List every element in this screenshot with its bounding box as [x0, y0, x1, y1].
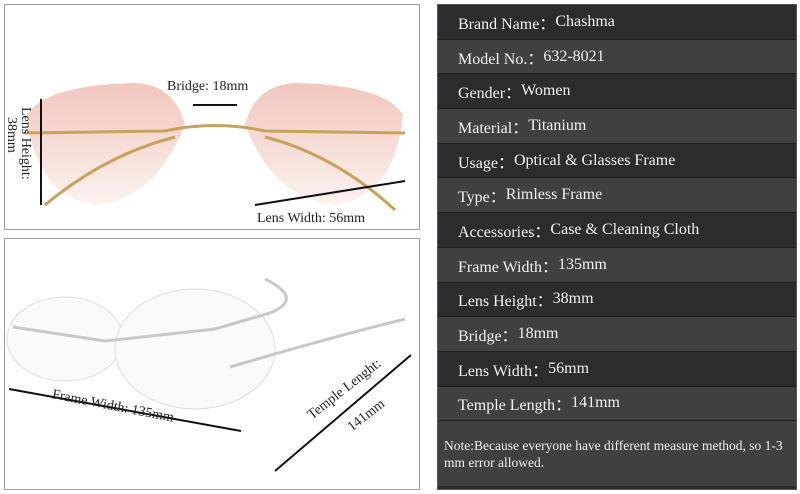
spec-value: 18mm [517, 325, 559, 343]
spec-row: Accessories：Case & Cleaning Cloth [438, 213, 796, 248]
spec-label: Bridge： [458, 328, 518, 346]
temple-arrow [274, 354, 412, 472]
spec-value: 38mm [552, 290, 594, 308]
spec-row: Type：Rimless Frame [438, 178, 796, 214]
spec-row: Frame Width：135mm [438, 247, 796, 283]
spec-label: Usage： [458, 154, 514, 172]
spec-label: Model No.： [458, 50, 544, 68]
spec-value: Chashma [555, 12, 615, 30]
spec-label: Accessories： [458, 223, 551, 241]
spec-label: Lens Height： [458, 293, 553, 311]
spec-value: Women [521, 82, 571, 100]
lens-height-value: 38mm [4, 117, 19, 153]
spec-label: Brand Name： [458, 15, 556, 33]
spec-value: 141mm [571, 394, 620, 412]
lens-width-label: Lens Width: 56mm [257, 211, 366, 226]
spec-row: Bridge：18mm [438, 317, 796, 352]
spec-row: Lens Width：56mm [438, 351, 796, 387]
spec-label: Type： [458, 189, 506, 207]
measure-note: Note:Because everyone have different mea… [438, 421, 796, 487]
spec-row: Lens Height：38mm [438, 282, 796, 318]
spec-label: Frame Width： [458, 258, 558, 276]
gold-glasses-drawing [24, 83, 406, 212]
spec-label: Material： [458, 119, 529, 137]
spec-row: Gender：Women [438, 74, 796, 110]
lens-width-arrow [254, 180, 406, 206]
lens-height-label: Lens Height: [18, 107, 33, 180]
silver-glasses-drawing [6, 277, 412, 472]
spec-label: Gender： [458, 85, 522, 103]
spec-label: Temple Length： [458, 397, 572, 415]
spec-value: 56mm [548, 359, 590, 377]
spec-value: Rimless Frame [505, 186, 603, 204]
frame-width-arrow [8, 388, 242, 432]
spec-row: Brand Name：Chashma [438, 5, 796, 40]
spec-row: Usage：Optical & Glasses Frame [438, 143, 796, 179]
spec-value: Optical & Glasses Frame [514, 151, 676, 169]
spec-row: Temple Length：141mm [438, 386, 796, 422]
bridge-label: Bridge: 18mm [167, 79, 249, 94]
spec-row: Material：Titanium [438, 109, 796, 144]
side-view-image: Frame Width: 135mm Temple Lenght: 141mm [4, 238, 420, 490]
spec-value: Titanium [528, 116, 587, 134]
spec-value: 632-8021 [543, 47, 605, 65]
spec-row: Model No.：632-8021 [438, 39, 796, 75]
spec-label: Lens Width： [458, 362, 549, 380]
front-view-image: Bridge: 18mm Lens Height: 38mm Lens Widt… [4, 4, 420, 230]
spec-value: Case & Cleaning Cloth [550, 220, 700, 238]
spec-value: 135mm [557, 255, 607, 273]
